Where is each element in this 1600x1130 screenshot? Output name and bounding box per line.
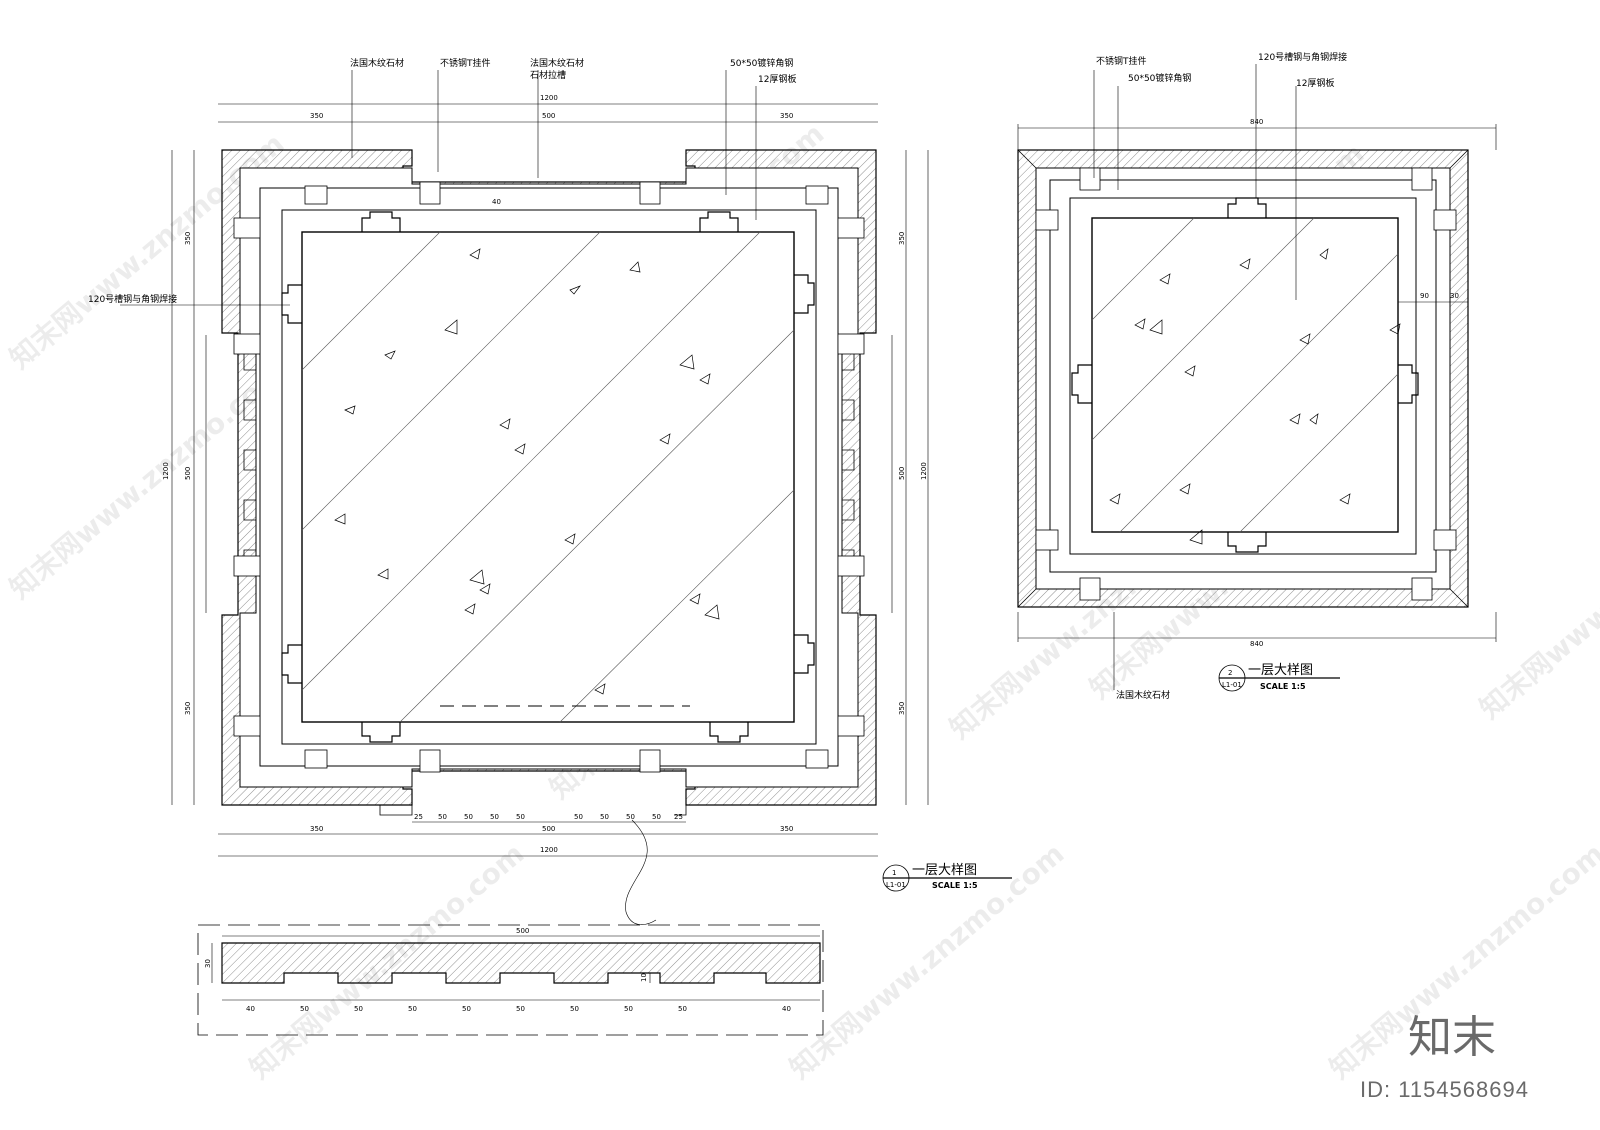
label2-channel-weld: 120号槽钢与角钢焊接	[1258, 51, 1347, 63]
watermark-id: ID: 1154568694	[1360, 1077, 1529, 1102]
drawing2-title-block: 2 L1-01 一层大样图 SCALE 1:5	[1218, 663, 1340, 692]
profile-dim-total: 500	[516, 927, 529, 935]
dim-top-right: 350	[780, 112, 793, 120]
drawing2-title: 一层大样图	[1248, 663, 1313, 678]
profile-dim-segment: 50	[354, 1005, 363, 1013]
dim-groove-step: 50	[516, 813, 525, 821]
glass-panel	[301, 231, 795, 723]
drawing1-title-block: 1 L1-01 一层大样图 SCALE 1:5	[882, 863, 1012, 892]
groove-profile-detail	[197, 924, 824, 1036]
dim-groove-edge-right: 25	[674, 813, 683, 821]
drawing2-sheet: L1-01	[1222, 681, 1242, 689]
dim2-right-a: 90	[1420, 292, 1429, 300]
profile-dim-segment: 50	[408, 1005, 417, 1013]
dim-groove-edge-left: 25	[414, 813, 423, 821]
groove-teeth-right	[842, 349, 855, 571]
dimension-lines-drawing1	[171, 103, 929, 857]
glass-hatch-lines	[301, 231, 795, 723]
dimension-lines-drawing2	[1017, 124, 1497, 642]
drawing2-number: 2	[1228, 669, 1232, 677]
label-stone-top-left: 法国木纹石材	[350, 57, 404, 69]
drawing1-labels: 法国木纹石材 不锈钢T挂件 法国木纹石材 石材拉槽 50*50镀锌角钢 12厚钢…	[88, 57, 1012, 892]
dim-top-mid: 500	[542, 112, 555, 120]
dim-groove-step: 50	[626, 813, 635, 821]
profile-dim-segment: 50	[516, 1005, 525, 1013]
angle-steel-frame-2	[1049, 179, 1437, 573]
dim-groove-step: 50	[652, 813, 661, 821]
dim-side-mid: 500	[184, 467, 192, 480]
detail-drawing-2	[1017, 64, 1497, 690]
glass-triangles-2	[1109, 248, 1401, 545]
dim-top-inner: 40	[492, 198, 501, 206]
dim-groove-step: 50	[438, 813, 447, 821]
leader-lines-drawing2	[1093, 64, 1297, 690]
watermark-text: 知末网www.znzmo.com	[1473, 477, 1600, 725]
drawing1-number: 1	[892, 869, 896, 877]
label-stone-groove-1: 法国木纹石材	[530, 57, 584, 69]
drawing2-labels: 不锈钢T挂件 120号槽钢与角钢焊接 50*50镀锌角钢 12厚钢板 法国木纹石…	[1096, 51, 1459, 701]
drawing2-scale: SCALE 1:5	[1260, 682, 1306, 691]
profile-dim-segment: 50	[678, 1005, 687, 1013]
dim2-bottom-total: 840	[1250, 640, 1263, 648]
profile-dim-segment: 40	[246, 1005, 255, 1013]
dim-groove-step: 50	[464, 813, 473, 821]
profile-dim-segment: 50	[624, 1005, 633, 1013]
profile-dim-height: 30	[204, 959, 212, 968]
profile-dim-segment: 50	[570, 1005, 579, 1013]
dim-side-total-right: 1200	[920, 462, 928, 480]
stone-groove-profile	[221, 942, 821, 984]
dim-top-left: 350	[310, 112, 323, 120]
stone-frame-inner-2	[1035, 167, 1451, 590]
glass-panel-2	[1091, 217, 1399, 533]
dim-side-total: 1200	[162, 462, 170, 480]
leader-lines-drawing1	[120, 70, 757, 925]
stone-frame-inner	[239, 167, 859, 788]
dim-bottom-total: 1200	[540, 846, 558, 854]
dim-bottom-right: 350	[780, 825, 793, 833]
label2-steel-hanger: 不锈钢T挂件	[1096, 55, 1147, 67]
label2-stone-bottom: 法国木纹石材	[1116, 689, 1170, 701]
watermark-logo: 知末	[1408, 1012, 1496, 1063]
dim-groove-step: 50	[490, 813, 499, 821]
detail-drawing-1	[120, 70, 929, 925]
groove-teeth-left	[243, 349, 256, 571]
label-stone-groove-2: 石材拉槽	[530, 69, 566, 81]
detail-callout-box	[197, 924, 824, 1036]
channel-steel-clips-2	[1071, 197, 1419, 553]
dim-side-mid-right: 500	[898, 467, 906, 480]
dim-top-total: 1200	[540, 94, 558, 102]
profile-dim-segment: 40	[782, 1005, 791, 1013]
label-steel-plate: 12厚钢板	[758, 73, 796, 85]
steel-plate-frame	[281, 209, 817, 745]
profile-dims: 500 30 10 40 50 50 50 50 50 50 50 50 40	[204, 927, 791, 1013]
label2-steel-plate: 12厚钢板	[1296, 77, 1334, 89]
dim2-top-total: 840	[1250, 118, 1263, 126]
angle-steel-frame	[259, 187, 839, 767]
label2-angle-steel: 50*50镀锌角钢	[1128, 72, 1191, 84]
drawing1-title: 一层大样图	[912, 863, 977, 878]
dim-bottom-mid: 500	[542, 825, 555, 833]
profile-dim-segment: 50	[300, 1005, 309, 1013]
drawing1-scale: SCALE 1:5	[932, 881, 978, 890]
profile-dim-segment: 50	[462, 1005, 471, 1013]
glass-hatch-lines-2	[1091, 217, 1399, 533]
hanger-brackets-drawing1	[233, 181, 865, 773]
label-channel-weld: 120号槽钢与角钢焊接	[88, 293, 177, 305]
dim-side-bottom-right: 350	[898, 702, 906, 715]
hanger-brackets-drawing2	[1035, 167, 1457, 601]
drawing1-sheet: L1-01	[886, 881, 906, 889]
dim-side-bottom: 350	[184, 702, 192, 715]
dim-groove-step: 50	[600, 813, 609, 821]
label-steel-hanger: 不锈钢T挂件	[440, 57, 491, 69]
profile-dim-groove-depth: 10	[640, 973, 648, 982]
channel-steel-clips	[281, 211, 815, 743]
dim-bottom-left: 350	[310, 825, 323, 833]
glass-triangles	[334, 248, 720, 695]
dim-groove-step: 50	[574, 813, 583, 821]
label-angle-steel: 50*50镀锌角钢	[730, 57, 793, 69]
dim-side-top: 350	[184, 232, 192, 245]
dim2-right-b: 30	[1450, 292, 1459, 300]
dim-side-top-right: 350	[898, 232, 906, 245]
